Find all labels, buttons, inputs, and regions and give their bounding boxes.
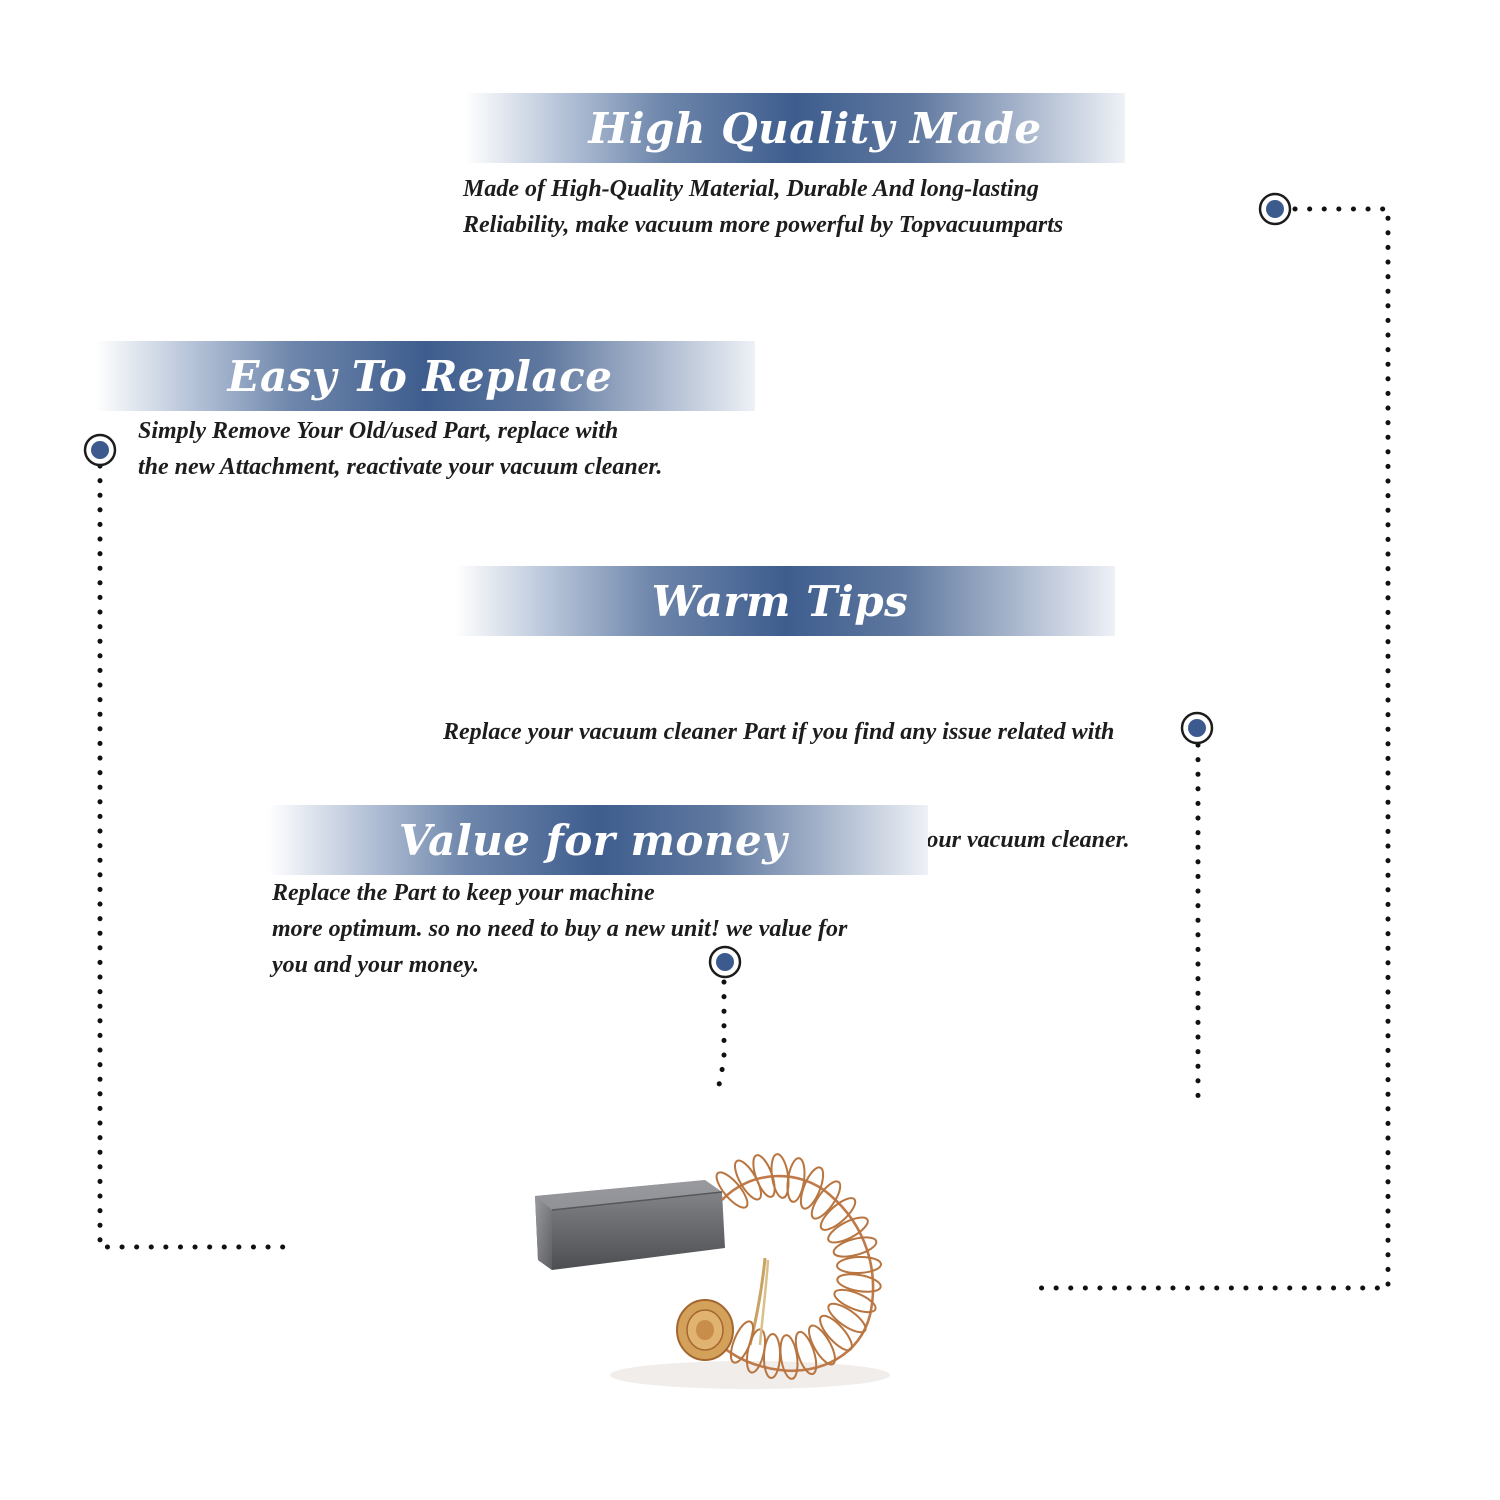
title-warm-tips: Warm Tips bbox=[651, 576, 909, 626]
desc-line: the new Attachment, reactivate your vacu… bbox=[138, 454, 663, 480]
marker-high-quality bbox=[1258, 192, 1292, 226]
title-easy-replace: Easy To Replace bbox=[227, 351, 613, 401]
marker-value-money bbox=[708, 945, 742, 979]
carbon-brush-image bbox=[535, 1153, 890, 1389]
desc-easy-replace: Simply Remove Your Old/used Part, replac… bbox=[138, 413, 662, 485]
desc-line: Replace your vacuum cleaner Part if you … bbox=[443, 719, 1115, 745]
desc-high-quality: Made of High-Quality Material, Durable A… bbox=[463, 171, 1063, 243]
desc-value-money: Replace the Part to keep your machine mo… bbox=[272, 875, 847, 983]
desc-line: Replace the Part to keep your machine bbox=[272, 880, 655, 906]
spring-end-cap bbox=[676, 1299, 734, 1361]
desc-line: Made of High-Quality Material, Durable A… bbox=[463, 176, 1039, 202]
title-high-quality: High Quality Made bbox=[588, 103, 1042, 153]
banner-high-quality: High Quality Made bbox=[465, 93, 1125, 163]
banner-easy-replace: Easy To Replace bbox=[95, 341, 755, 411]
marker-warm-tips bbox=[1180, 711, 1214, 745]
connector-value-money bbox=[715, 979, 727, 1093]
desc-line: you and your money. bbox=[272, 952, 480, 978]
connector-easy-replace bbox=[97, 463, 299, 1250]
desc-line: more optimum. so no need to buy a new un… bbox=[272, 916, 848, 942]
spring-coils bbox=[715, 1153, 882, 1380]
desc-line: Simply Remove Your Old/used Part, replac… bbox=[138, 418, 619, 444]
marker-easy-replace bbox=[83, 433, 117, 467]
banner-warm-tips: Warm Tips bbox=[455, 566, 1115, 636]
desc-line: Reliability, make vacuum more powerful b… bbox=[463, 212, 1064, 238]
copper-spring bbox=[703, 1174, 875, 1373]
banner-value-money: Value for money bbox=[268, 805, 928, 875]
carbon-block bbox=[535, 1180, 725, 1270]
title-value-money: Value for money bbox=[398, 815, 788, 865]
